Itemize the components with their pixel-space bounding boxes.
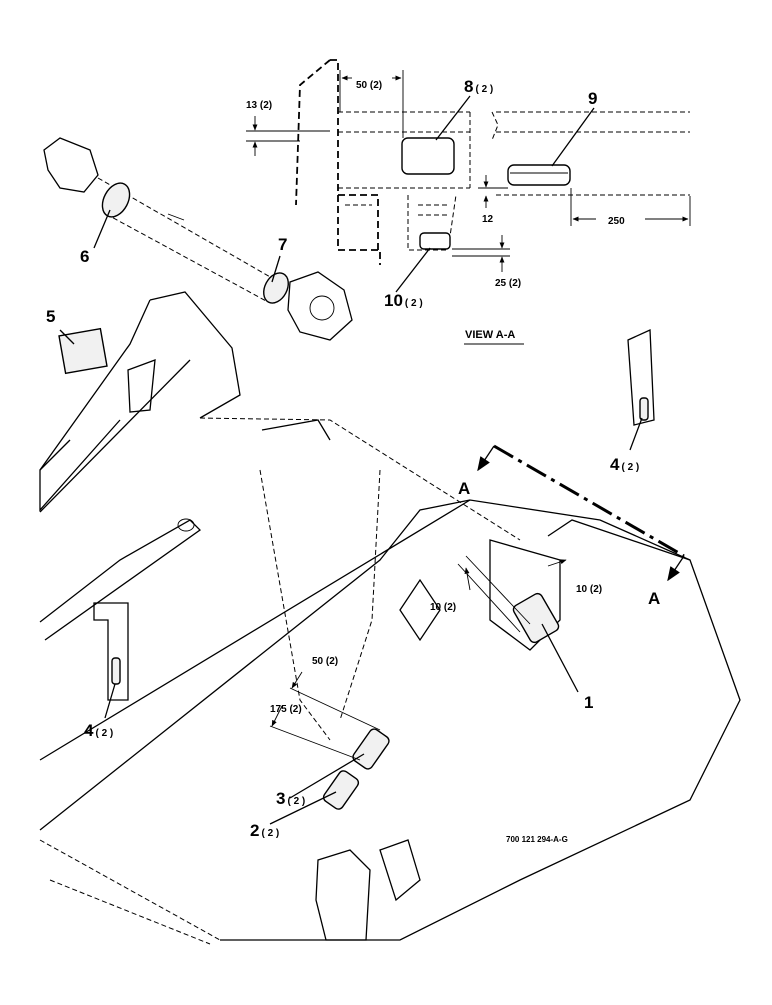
view-a-a-detail [246, 59, 691, 345]
drive-shaft [43, 137, 353, 341]
dim-250: 250 [608, 216, 625, 227]
callout-4-right: 4( 2 ) [610, 455, 639, 474]
shaft-decal-6 [101, 182, 131, 218]
callout-4-left: 4( 2 ) [84, 721, 113, 740]
callout-6: 6 [80, 247, 89, 266]
section-marker-right: A [648, 589, 660, 608]
section-line-a-a [477, 444, 685, 582]
dim-50-lower: 50 (2) [312, 656, 338, 667]
frame-decal-5 [58, 327, 108, 375]
dim-25: 25 (2) [495, 278, 521, 289]
callout-numbers: 1 2( 2 ) 3( 2 ) 4( 2 ) 4( 2 ) 5 6 7 8( 2… [46, 77, 639, 840]
part-number: 700 121 294-A-G [506, 835, 568, 844]
view-decal-8 [401, 137, 455, 175]
callout-5: 5 [46, 307, 55, 326]
callout-8: 8( 2 ) [464, 77, 493, 96]
view-title: VIEW A-A [465, 329, 515, 341]
frame-decal-1 [512, 592, 560, 644]
dim-12: 12 [482, 214, 494, 225]
view-decal-10 [419, 232, 451, 250]
section-labels: A A [458, 479, 660, 608]
frame-dimensions [269, 555, 567, 761]
main-frame [39, 291, 741, 945]
dim-10-right: 10 (2) [576, 584, 602, 595]
frame-decal-2 [322, 770, 360, 810]
dim-13: 13 (2) [246, 100, 272, 111]
post-decal-4-right [639, 397, 649, 421]
dimension-labels: 50 (2) 13 (2) 12 250 25 (2) 10 (2) 10 (2… [246, 80, 625, 715]
frame-decal-3 [352, 728, 390, 770]
callout-7: 7 [278, 235, 287, 254]
section-marker-left: A [458, 479, 470, 498]
shaft-decal-7 [263, 272, 289, 304]
callout-1: 1 [584, 693, 593, 712]
dim-10-left: 10 (2) [430, 602, 456, 613]
dim-175: 175 (2) [270, 704, 302, 715]
view-a-a-label: VIEW A-A [465, 329, 515, 341]
callout-10: 10( 2 ) [384, 291, 423, 310]
frame-decal-4-left [111, 657, 121, 685]
dim-50-top: 50 (2) [356, 80, 382, 91]
callout-2: 2( 2 ) [250, 821, 279, 840]
callout-3: 3( 2 ) [276, 789, 305, 808]
view-decal-9 [507, 164, 571, 186]
callout-9: 9 [588, 89, 597, 108]
callout-leaders [59, 95, 643, 825]
